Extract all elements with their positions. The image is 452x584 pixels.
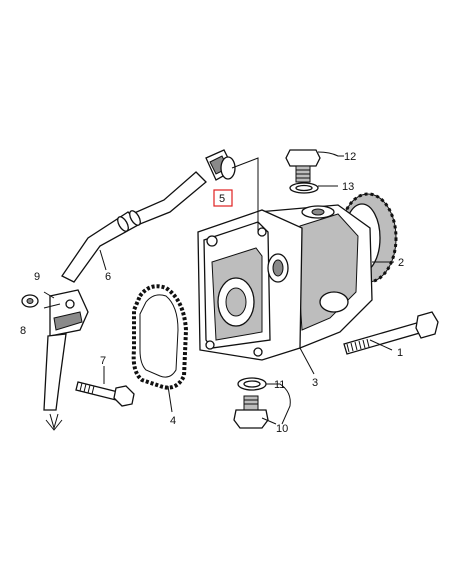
hose-fitting-part-5 <box>205 149 236 181</box>
callout-7-label: 7 <box>100 355 106 367</box>
callout-1-label: 1 <box>397 347 403 359</box>
hose-part-6 <box>61 171 207 283</box>
callout-5-highlight-box <box>213 189 233 207</box>
plug-part-12 <box>285 149 321 183</box>
callout-11-label: 11 <box>274 379 285 391</box>
callout-12-label: 12 <box>344 151 356 163</box>
callout-2-label: 2 <box>398 257 404 269</box>
small-bolt-part-7 <box>75 381 135 407</box>
callout-8-label: 8 <box>20 325 26 337</box>
callout-3-label: 3 <box>312 377 318 389</box>
washer-part-11 <box>237 377 267 391</box>
callout-4-label: 4 <box>170 415 176 427</box>
callout-10-label: 10 <box>276 423 288 435</box>
plug-part-10 <box>233 395 269 429</box>
callout-6-label: 6 <box>105 271 111 283</box>
gasket-part-4 <box>131 284 189 390</box>
bushing-part-9 <box>21 294 39 308</box>
callout-9-label: 9 <box>34 271 40 283</box>
callout-13-label: 13 <box>342 181 354 193</box>
callout-5-label: 5 <box>219 193 225 205</box>
long-bolt-part-1 <box>343 311 439 355</box>
pump-housing-part-3 <box>197 204 373 361</box>
washer-part-13 <box>289 182 319 194</box>
hose-clamp-part-8 <box>43 289 89 431</box>
leader-lines <box>43 151 394 425</box>
